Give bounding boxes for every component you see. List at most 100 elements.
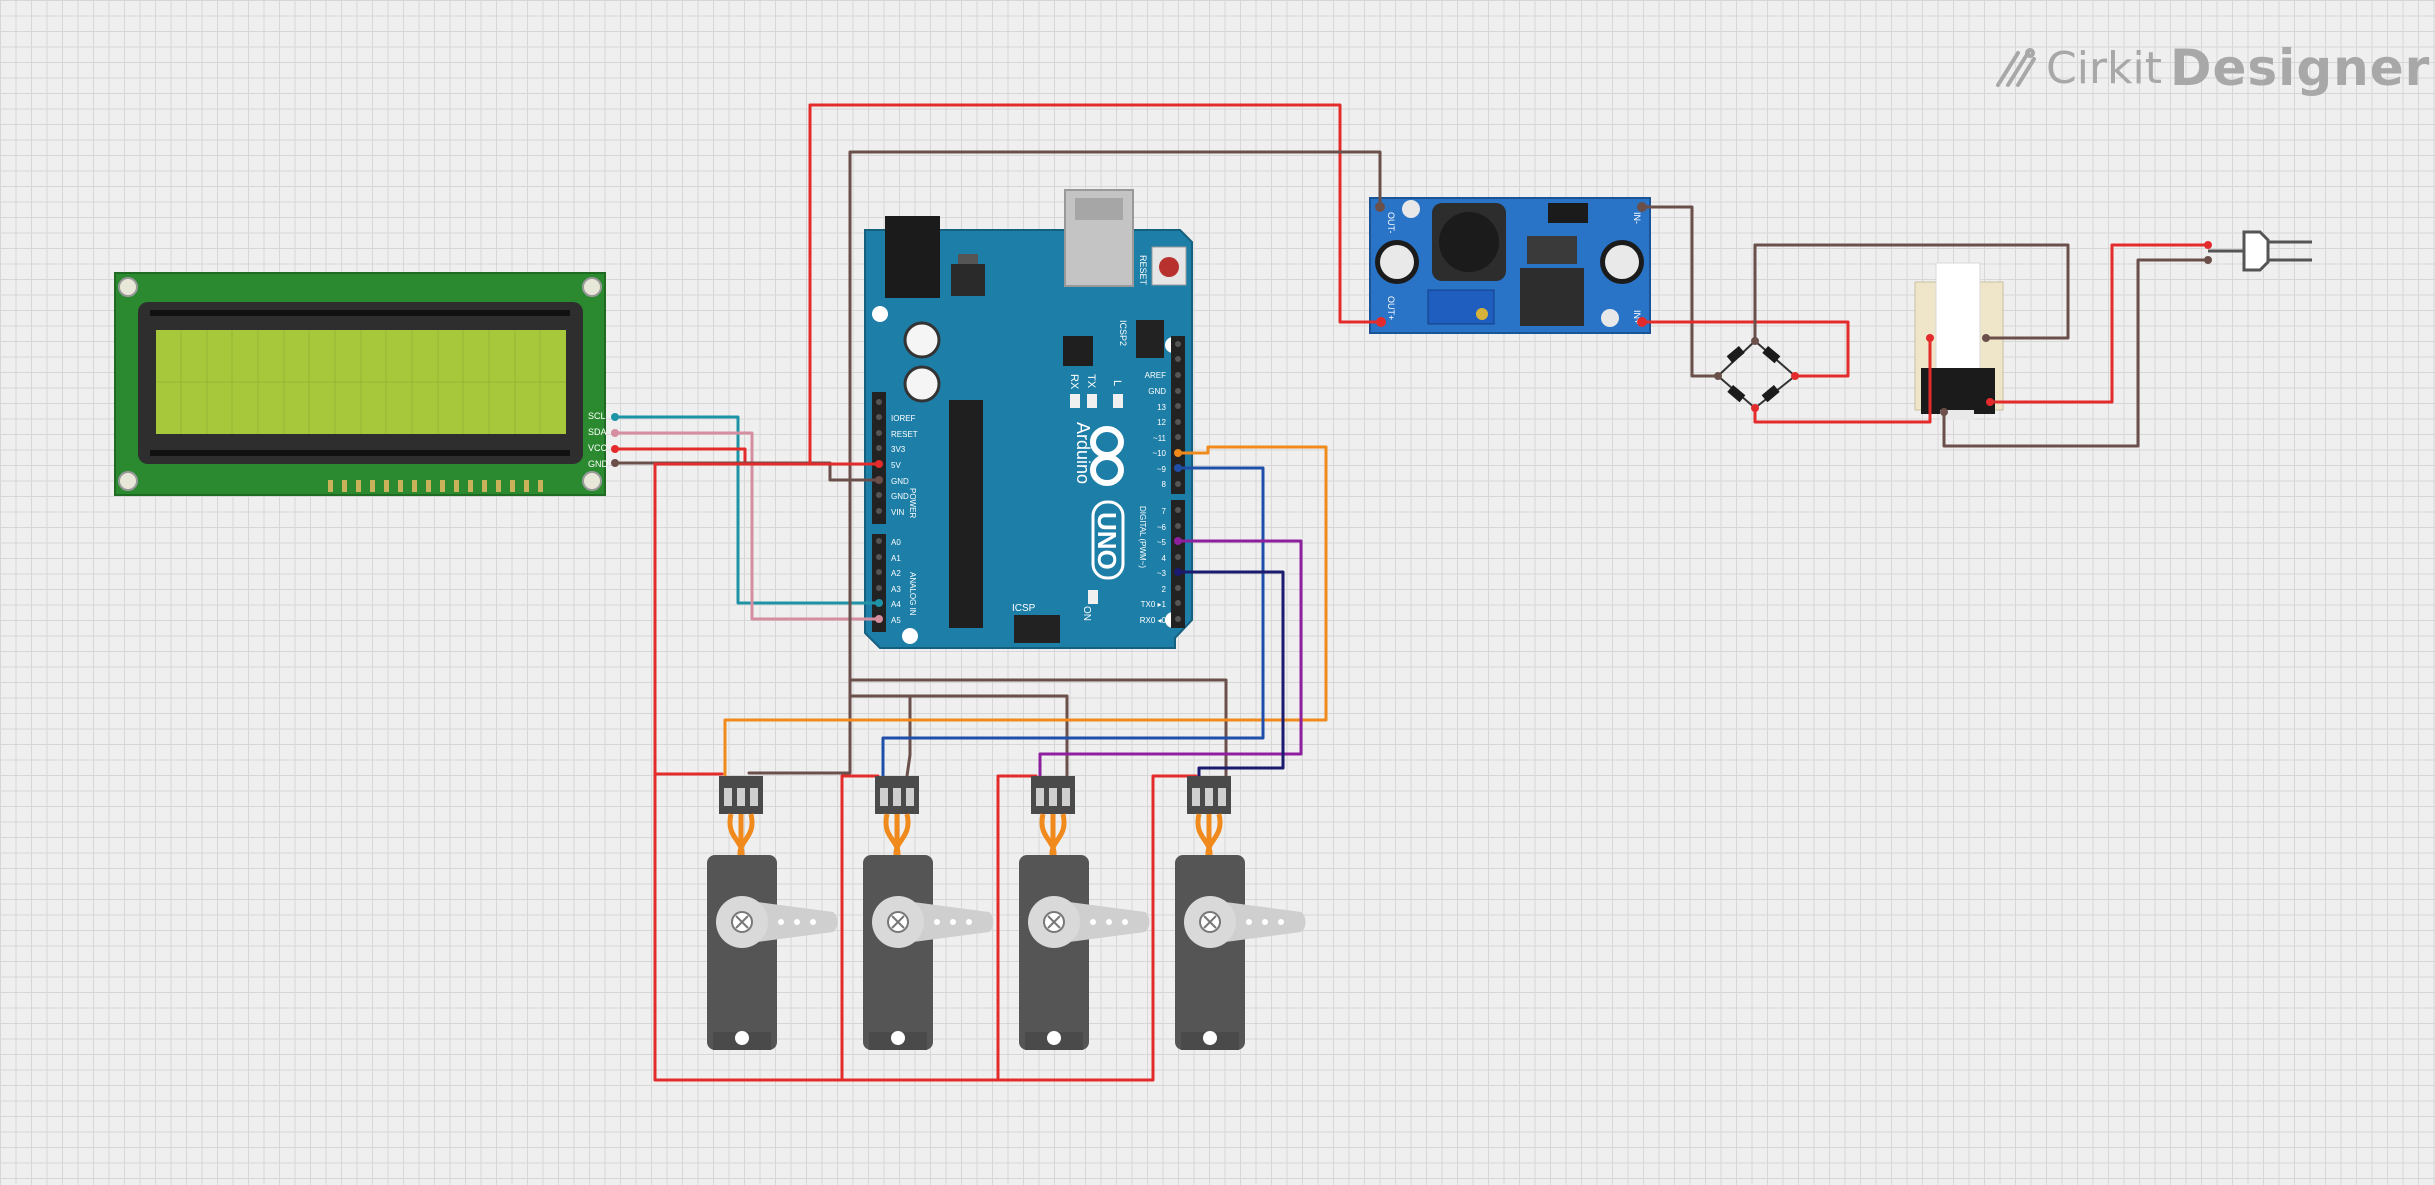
buck-mount-hole <box>1601 309 1619 327</box>
wire-servo1-gnd[interactable] <box>747 678 852 775</box>
servo-leads <box>1195 813 1223 861</box>
wire-servo3-gnd[interactable] <box>905 694 912 778</box>
servo-1[interactable] <box>707 776 838 1050</box>
atmega-chip <box>949 400 983 628</box>
servo-horn-hole <box>1090 919 1096 925</box>
wire-buck-in-plus[interactable] <box>1640 320 1850 378</box>
led-tx-label: TX <box>1085 374 1097 389</box>
wire-servo2-vcc[interactable] <box>840 774 880 1082</box>
digital-section-label: DIGITAL (PWM~) <box>1138 506 1147 568</box>
buck-out-plus-label: OUT+ <box>1386 296 1396 320</box>
brand-suffix: Designer <box>2170 39 2431 97</box>
wire-lcd-sda[interactable] <box>613 431 881 621</box>
servo-connector <box>1031 776 1075 814</box>
svg-text:~6: ~6 <box>1157 523 1167 532</box>
lcd-char-grid <box>156 330 566 434</box>
wire-servo1-signal-pin10[interactable] <box>723 445 1328 778</box>
buck-pin-labels: OUT- OUT+ IN- IN+ <box>1386 212 1642 324</box>
servo-3[interactable] <box>1019 776 1150 1050</box>
led-l-label: L <box>1111 380 1123 386</box>
wire-servo2-signal-pin9[interactable] <box>881 466 1265 778</box>
buck-in-minus-label: IN- <box>1632 212 1642 224</box>
lcd-mount-hole <box>118 277 138 297</box>
buck-converter[interactable]: OUT- OUT+ IN- IN+ <box>1369 197 1651 334</box>
servo-horn-hole <box>966 919 972 925</box>
wire-lcd-scl[interactable] <box>613 415 881 605</box>
svg-text:TX0 ▸1: TX0 ▸1 <box>1141 600 1167 609</box>
buck-capacitor-top <box>1605 245 1639 279</box>
wire-gnd-servo-bus[interactable] <box>848 478 1228 778</box>
lcd-mount-hole <box>582 277 602 297</box>
power-header <box>872 392 886 524</box>
lcd-pin-sda: SDA <box>588 427 607 437</box>
icsp-label: ICSP <box>1012 603 1036 614</box>
svg-text:~9: ~9 <box>1157 465 1167 474</box>
wire-rect-ac1[interactable] <box>1753 243 2070 343</box>
servo-leads <box>727 813 755 861</box>
servo-4[interactable] <box>1175 776 1306 1050</box>
analog-section-label: ANALOG IN <box>908 572 917 616</box>
lcd-module[interactable]: SCL SDA VCC GND <box>114 272 609 496</box>
wire-servo4-signal-pin3[interactable] <box>1176 570 1285 778</box>
wire-servo3-vcc[interactable] <box>996 774 1038 1082</box>
ac-plug[interactable] <box>2208 230 2312 272</box>
svg-text:~11: ~11 <box>1153 434 1167 443</box>
wire-servo2-gnd[interactable] <box>848 694 1069 778</box>
servo-horn-hole <box>1278 919 1284 925</box>
icsp2-label: ICSP2 <box>1118 320 1128 346</box>
arduino-brand: Arduino <box>1073 422 1093 484</box>
servo-mount-hole <box>891 1031 905 1045</box>
transformer-foot <box>1940 410 1974 420</box>
diode <box>1727 385 1746 403</box>
buck-ic-tab <box>1527 236 1577 264</box>
on-led <box>1088 590 1098 604</box>
diode <box>1762 346 1781 364</box>
lcd-pin-gnd: GND <box>588 459 609 469</box>
svg-text:A1: A1 <box>891 554 901 563</box>
servo-2[interactable] <box>863 776 994 1050</box>
svg-text:A3: A3 <box>891 585 901 594</box>
wire-buck-in-minus[interactable] <box>1640 205 1720 378</box>
uno-model: UNO <box>1092 512 1122 570</box>
wire-plug-neutral[interactable] <box>1942 258 2210 448</box>
svg-text:A0: A0 <box>891 538 901 547</box>
reset-button-cap[interactable] <box>1159 257 1179 277</box>
wire-servo3-signal-pin5[interactable] <box>1038 539 1303 778</box>
svg-text:4: 4 <box>1162 554 1167 563</box>
capacitor <box>903 321 941 359</box>
svg-text:A5: A5 <box>891 616 901 625</box>
wire-gnd-to-buck-out-minus[interactable] <box>848 150 1382 482</box>
usb-port-inner <box>1075 198 1123 220</box>
wire-plug-live[interactable] <box>1988 243 2210 404</box>
svg-text:13: 13 <box>1157 403 1166 412</box>
wire-5v-servo-bus[interactable] <box>653 462 1198 1082</box>
svg-text:~3: ~3 <box>1157 569 1167 578</box>
arduino-uno[interactable]: RESET ICSP2 L TX RX Arduino UNO ON ICSP … <box>864 189 1193 649</box>
buck-ic <box>1520 268 1584 326</box>
wire-rect-ac2[interactable] <box>1753 336 1932 424</box>
power-section-label: POWER <box>908 488 917 518</box>
buck-in-plus-label: IN+ <box>1632 310 1642 324</box>
voltage-regulator <box>951 264 985 296</box>
servo-horn <box>1210 900 1306 944</box>
servo-horn <box>742 900 838 944</box>
capacitor <box>903 365 941 403</box>
svg-text:3V3: 3V3 <box>891 445 906 454</box>
servo-horn-hole <box>778 919 784 925</box>
buck-inductor-core <box>1439 212 1499 272</box>
buck-pot-screw <box>1476 308 1488 320</box>
svg-text:GND: GND <box>891 492 909 501</box>
servo-screw-cross <box>891 915 905 929</box>
svg-text:RX0 ◂0: RX0 ◂0 <box>1140 616 1167 625</box>
transformer-base <box>1921 368 1995 414</box>
svg-text:IOREF: IOREF <box>891 414 916 423</box>
servo-screw-cross <box>735 915 749 929</box>
lcd-mount-hole <box>582 471 602 491</box>
digital-pin-labels-top: AREF GND 13 12 ~11 ~10 ~9 8 <box>1145 371 1167 489</box>
wires[interactable] <box>613 103 2210 1082</box>
icsp-header <box>1014 615 1060 643</box>
buck-out-minus-label: OUT- <box>1386 212 1396 234</box>
lcd-mount-hole <box>118 471 138 491</box>
bridge-rectifier[interactable] <box>1717 340 1796 409</box>
